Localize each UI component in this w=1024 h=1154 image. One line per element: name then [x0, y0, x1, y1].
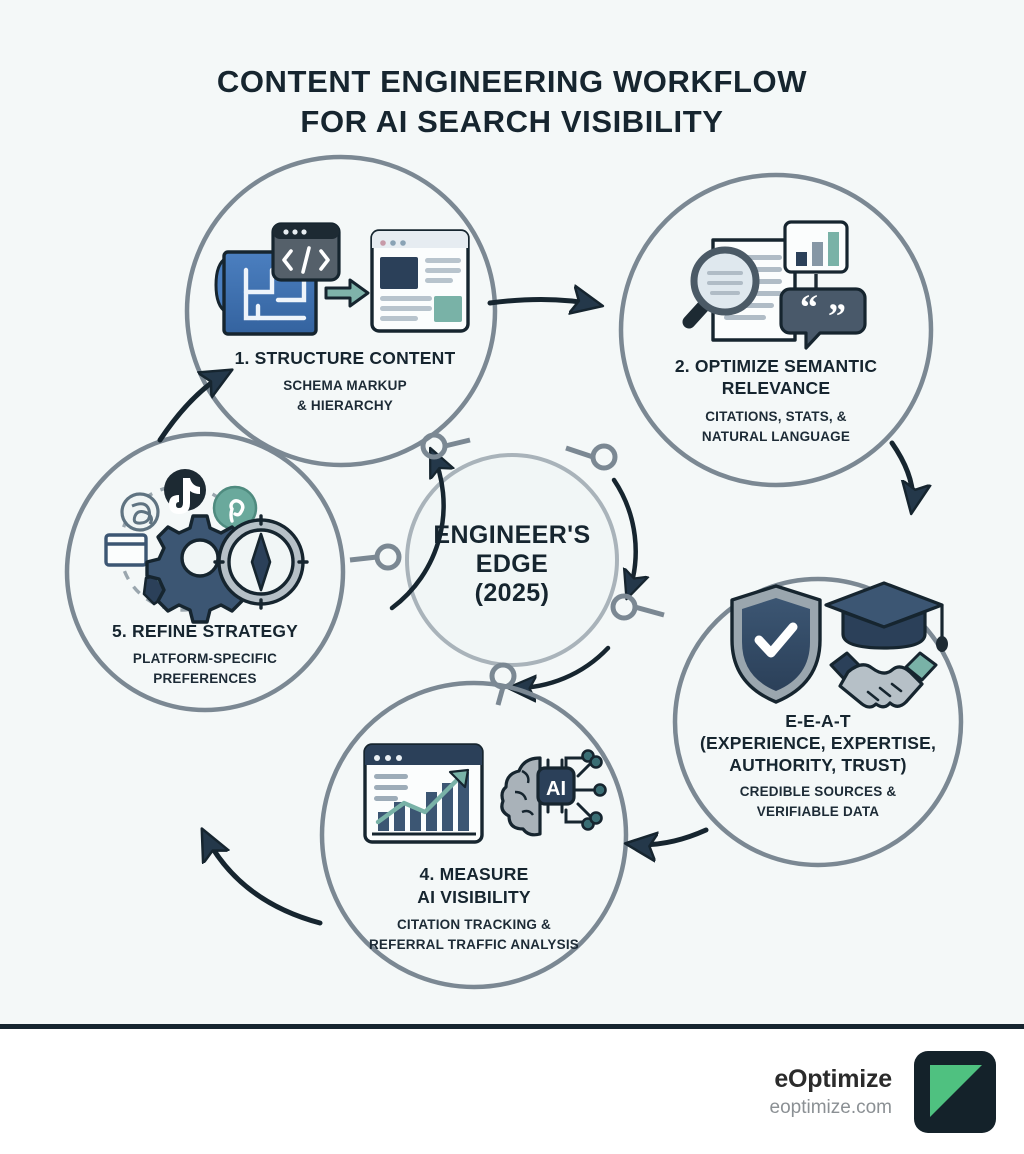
node-2-sub-line-2: NATURAL LANGUAGE — [702, 429, 850, 444]
webpage-layout-icon — [370, 229, 470, 333]
hub-node: ENGINEER'S EDGE (2025) — [405, 453, 619, 667]
title-line-2: FOR AI SEARCH VISIBILITY — [300, 104, 724, 139]
svg-text:”: ” — [828, 296, 846, 336]
node-3-title-line-3: AUTHORITY, TRUST) — [729, 755, 906, 775]
hub-line-2: EDGE — [476, 550, 548, 578]
node-4-title-line-2: AI VISIBILITY — [417, 887, 531, 907]
node-5-title: 5. REFINE STRATEGY — [112, 621, 298, 641]
diagram-area: CONTENT ENGINEERING WORKFLOW FOR AI SEAR… — [0, 62, 1024, 990]
flow-arrows — [157, 299, 913, 926]
code-window-icon — [271, 222, 341, 282]
node-5-sub-line-1: PLATFORM-SPECIFIC — [133, 651, 277, 666]
analytics-window-icon — [363, 743, 484, 844]
shield-check-icon — [730, 584, 822, 704]
brand-text: eOptimize eoptimize.com — [770, 1065, 893, 1119]
eoptimize-logo — [914, 1051, 996, 1133]
node-optimize-semantic-relevance[interactable]: “ ” 2. OPTIMIZE SEMANTIC RELEVANCE CITAT… — [618, 172, 934, 488]
ai-brain-chip-icon: AI — [500, 749, 607, 837]
node-4-sub-line-2: REFERRAL TRAFFIC ANALYSIS — [369, 937, 579, 952]
node-5-sub-line-2: PREFERENCES — [153, 671, 256, 686]
quote-bubble-icon: “ ” — [779, 287, 867, 350]
magnifier-icon — [682, 246, 760, 329]
hub-flow-arrows — [389, 452, 636, 688]
tiktok-icon — [164, 469, 206, 514]
brand-block: eOptimize eoptimize.com — [770, 1051, 996, 1133]
hub-line-3: (2025) — [475, 579, 550, 607]
node-e-e-a-t[interactable]: E-E-A-T (EXPERIENCE, EXPERTISE, AUTHORIT… — [672, 576, 964, 868]
arrow-5-to-1 — [157, 372, 228, 443]
node-2-sub-line-1: CITATIONS, STATS, & — [705, 409, 847, 424]
footer-bar: eOptimize eoptimize.com — [0, 1024, 1024, 1154]
node-structure-content[interactable]: 1. STRUCTURE CONTENT SCHEMA MARKUP & HIE… — [184, 154, 498, 468]
node-3-sub-line-1: CREDIBLE SOURCES & — [740, 784, 897, 799]
graduation-cap-icon — [824, 581, 948, 652]
arrow-2-to-3 — [889, 440, 913, 509]
node-1-sub-line-1: SCHEMA MARKUP — [283, 378, 407, 393]
node-1-title: 1. STRUCTURE CONTENT — [235, 348, 456, 368]
node-1-sub-line-2: & HIERARCHY — [297, 398, 393, 413]
window-icon — [104, 533, 148, 567]
page-title: CONTENT ENGINEERING WORKFLOW FOR AI SEAR… — [0, 62, 1024, 142]
node-3-sub-line-2: VERIFIABLE DATA — [757, 804, 880, 819]
arrow-right-icon — [324, 278, 370, 308]
svg-text:“: “ — [800, 287, 818, 327]
arrow-1-to-2 — [487, 299, 598, 305]
arrow-4-to-5 — [204, 833, 323, 926]
threads-icon — [120, 492, 160, 532]
node-refine-strategy[interactable]: 5. REFINE STRATEGY PLATFORM-SPECIFIC PRE… — [64, 431, 346, 713]
node-measure-ai-visibility[interactable]: AI 4. MEASURE AI VISIBILITY CITATION TRA… — [319, 680, 629, 990]
brand-name: eOptimize — [774, 1065, 892, 1094]
handshake-icon — [829, 651, 938, 709]
node-3-title-line-1: E-E-A-T — [785, 711, 851, 731]
title-line-1: CONTENT ENGINEERING WORKFLOW — [216, 64, 808, 99]
node-3-title-line-2: (EXPERIENCE, EXPERTISE, — [700, 733, 936, 753]
logo-triangle-shape — [930, 1065, 982, 1117]
node-4-title-line-1: 4. MEASURE — [420, 864, 529, 884]
arrow-3-to-4 — [630, 827, 709, 845]
bar-chart-icon — [783, 220, 849, 274]
brand-url[interactable]: eoptimize.com — [769, 1096, 893, 1118]
node-2-title-line-1: 2. OPTIMIZE SEMANTIC — [675, 356, 878, 376]
hub-line-1: ENGINEER'S — [433, 521, 590, 549]
node-4-sub-line-1: CITATION TRACKING & — [397, 917, 551, 932]
workflow-diagram: ENGINEER'S EDGE (2025) — [64, 154, 964, 990]
node-2-title-line-2: RELEVANCE — [722, 378, 830, 398]
compass-icon — [213, 514, 309, 610]
svg-text:AI: AI — [546, 778, 566, 800]
